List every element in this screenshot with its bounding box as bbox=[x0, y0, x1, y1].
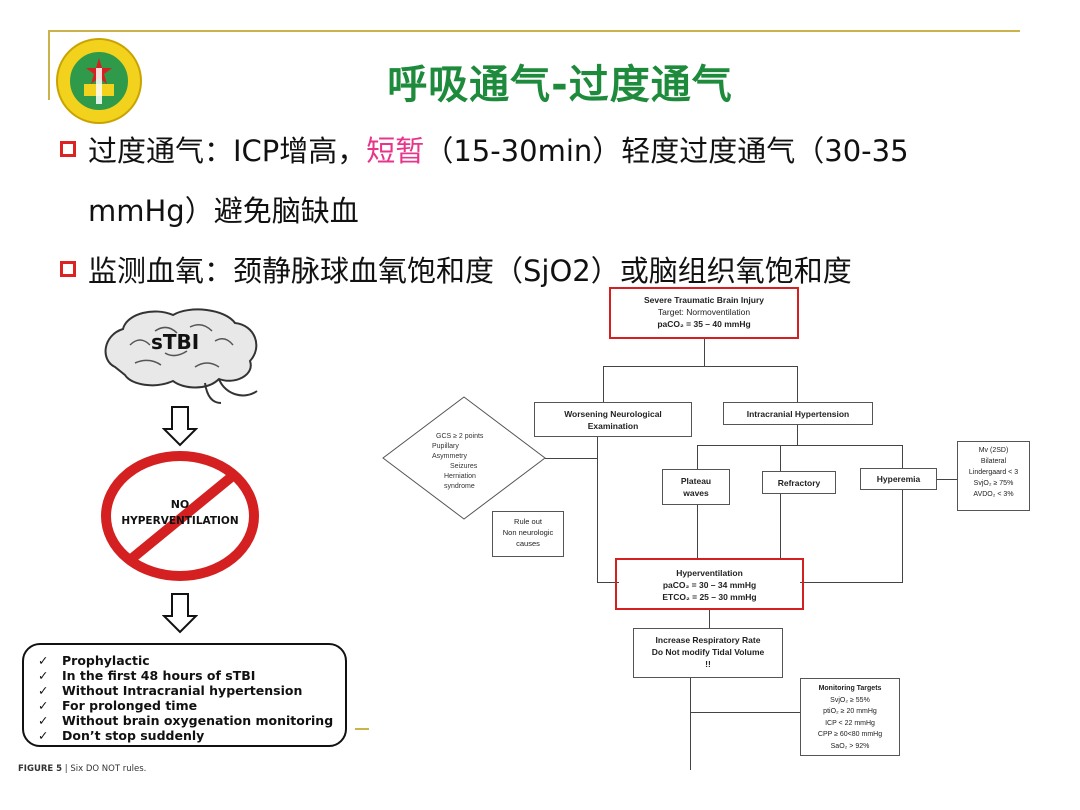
red-highlight-frame bbox=[615, 558, 804, 610]
flow-box-plateau-waves: Plateau waves bbox=[662, 469, 730, 505]
flow-box-hyperemia-criteria: Mv (2SD) Bilateral Lindergaard < 3 SvjO₂… bbox=[957, 441, 1030, 511]
rule-item: ✓In the first 48 hours of sTBI bbox=[38, 668, 256, 683]
flow-box-hyperventilation: Hyperventilation paCO₂ = 30 – 34 mmHg ET… bbox=[619, 562, 800, 608]
slide-title: 呼吸通气-过度通气 bbox=[387, 62, 733, 108]
check-icon: ✓ bbox=[38, 653, 49, 668]
flow-box-severe-tbi: Severe Traumatic Brain Injury Target: No… bbox=[612, 289, 796, 337]
rule-item: ✓Without brain oxygenation monitoring bbox=[38, 713, 334, 728]
flow-diamond-criteria bbox=[382, 396, 546, 520]
connector bbox=[937, 479, 957, 480]
connector bbox=[800, 582, 902, 583]
connector bbox=[603, 366, 798, 367]
check-icon: ✓ bbox=[38, 713, 49, 728]
red-highlight-frame bbox=[609, 287, 799, 339]
bullet-1-prefix: 过度通气：ICP增高， bbox=[88, 134, 367, 168]
connector bbox=[902, 445, 903, 468]
brain-illustration: sTBI bbox=[95, 305, 265, 405]
bullet-square-icon bbox=[60, 261, 76, 277]
connector bbox=[797, 425, 798, 445]
connector bbox=[690, 678, 691, 770]
check-icon: ✓ bbox=[38, 698, 49, 713]
rule-item: ✓For prolonged time bbox=[38, 698, 198, 713]
flow-box-increase-rr: Increase Respiratory Rate Do Not modify … bbox=[633, 628, 783, 678]
diamond-text: GCS ≥ 2 points Pupillary Asymmetry Seizu… bbox=[432, 433, 484, 490]
bullet-1-continuation: mmHg）避免脑缺血 bbox=[88, 194, 359, 228]
bullet-1: 过度通气：ICP增高，短暂（15-30min）轻度过度通气（30-35 bbox=[60, 136, 1020, 166]
connector bbox=[780, 494, 781, 560]
bullet-square-icon bbox=[60, 141, 76, 157]
connector bbox=[597, 582, 619, 583]
hospital-emblem-logo bbox=[54, 38, 144, 124]
connector bbox=[704, 338, 705, 366]
connector bbox=[697, 505, 698, 560]
do-not-rules-box: ✓Prophylactic ✓In the first 48 hours of … bbox=[22, 643, 347, 747]
check-icon: ✓ bbox=[38, 668, 49, 683]
connector bbox=[697, 445, 903, 446]
flow-box-worsening: Worsening Neurological Examination bbox=[534, 402, 692, 437]
connector bbox=[797, 366, 798, 402]
connector bbox=[697, 445, 698, 469]
accent-left-line bbox=[48, 30, 50, 100]
bullet-2-text: 监测血氧：颈静脉球血氧饱和度（SjO2）或脑组织氧饱和度 bbox=[88, 254, 852, 288]
no-sign-text-hyperventilation: HYPERVENTILATION bbox=[121, 515, 238, 527]
flow-box-hyperemia: Hyperemia bbox=[860, 468, 937, 490]
connector bbox=[597, 437, 598, 582]
figure-caption: FIGURE 5 | Six DO NOT rules. bbox=[18, 764, 147, 774]
bullet-2: 监测血氧：颈静脉球血氧饱和度（SjO2）或脑组织氧饱和度 bbox=[60, 256, 1020, 286]
check-icon: ✓ bbox=[38, 728, 49, 743]
no-hyperventilation-sign: NO HYPERVENTILATION bbox=[100, 450, 260, 582]
connector bbox=[690, 712, 800, 713]
flow-box-rule-out: Rule out Non neurologic causes bbox=[492, 511, 564, 557]
rule-item: ✓Prophylactic bbox=[38, 653, 150, 668]
connector bbox=[709, 608, 710, 628]
down-arrow-icon bbox=[161, 592, 199, 634]
check-icon: ✓ bbox=[38, 683, 49, 698]
rule-item: ✓Don’t stop suddenly bbox=[38, 728, 205, 743]
flow-box-intracranial-hypertension: Intracranial Hypertension bbox=[723, 402, 873, 425]
rule-item: ✓Without Intracranial hypertension bbox=[38, 683, 303, 698]
flow-box-monitoring-targets: Monitoring Targets SvjO₂ ≥ 55% ptiO₂ ≥ 2… bbox=[800, 678, 900, 756]
flow-box-refractory: Refractory bbox=[762, 471, 836, 494]
down-arrow-icon bbox=[161, 405, 199, 447]
bullet-1-suffix: （15-30min）轻度过度通气（30-35 bbox=[424, 134, 909, 168]
bullet-1-highlight: 短暂 bbox=[366, 134, 425, 168]
no-sign-text-no: NO bbox=[171, 498, 190, 511]
brain-label: sTBI bbox=[151, 330, 199, 354]
accent-top-line bbox=[48, 30, 1020, 32]
connector bbox=[902, 490, 903, 583]
accent-dash bbox=[355, 728, 369, 730]
connector bbox=[780, 445, 781, 471]
connector bbox=[603, 366, 604, 402]
connector bbox=[545, 458, 597, 459]
